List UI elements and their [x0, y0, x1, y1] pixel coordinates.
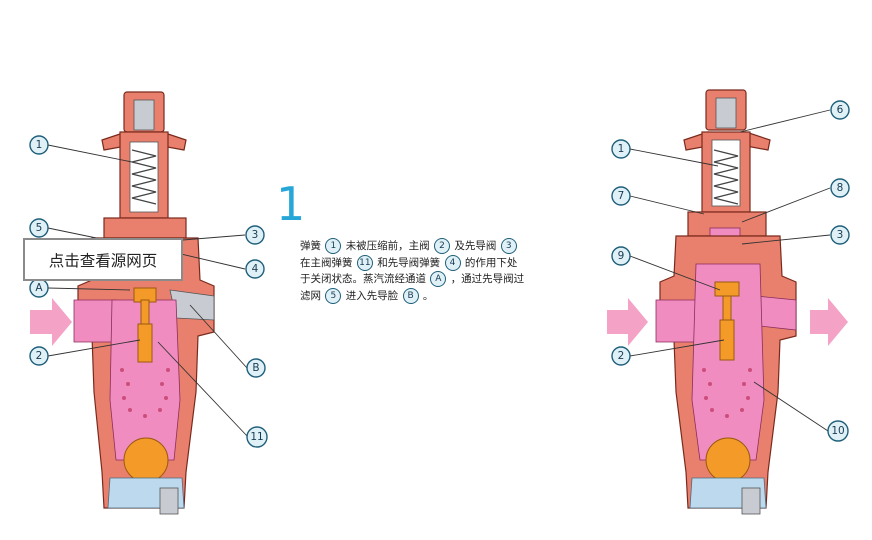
- right-callout-label: 3: [837, 229, 844, 241]
- desc-ref: 5: [325, 287, 342, 304]
- right-callout-label: 9: [618, 250, 625, 262]
- left-callout-label: 2: [36, 350, 43, 362]
- desc-text: 及先导阀: [454, 240, 497, 252]
- left-callout-label: 1: [36, 139, 43, 151]
- desc-text: 在主阀弹簧: [300, 256, 353, 269]
- right-callout-label: 2: [618, 350, 625, 362]
- left-callout: 5: [29, 218, 49, 238]
- right-flow-arrow-in: [607, 298, 648, 346]
- desc-text: 进入先导脸: [345, 289, 399, 302]
- left-callout-label: 4: [252, 263, 259, 275]
- right-callout: 2: [611, 346, 631, 366]
- right-callout-label: 1: [618, 143, 625, 155]
- left-leader-lines: [47, 144, 249, 438]
- left-callouts: 1 5 A 2 3 4 B 11: [29, 135, 268, 448]
- desc-text: ，通过先导阀过滤网: [300, 273, 525, 302]
- desc-ref: 3: [500, 238, 517, 254]
- left-callout-label: 5: [36, 222, 43, 234]
- right-float-ball: [705, 437, 751, 483]
- left-callout-label: B: [252, 362, 259, 374]
- right-callout: 8: [830, 178, 850, 198]
- left-callout: 2: [29, 346, 49, 366]
- left-valve: [30, 91, 215, 515]
- right-callout: 9: [611, 246, 631, 266]
- right-callout: 1: [611, 139, 631, 159]
- right-callout-label: 7: [618, 190, 625, 202]
- desc-ref: 1: [325, 238, 342, 254]
- right-callout-label: 6: [837, 104, 844, 116]
- left-callout: 4: [245, 259, 265, 279]
- desc-ref: B: [402, 287, 419, 304]
- left-float-ball: [123, 437, 169, 483]
- left-callout: 1: [29, 135, 49, 155]
- left-callout: A: [29, 278, 49, 298]
- left-callout-label: 11: [250, 431, 263, 443]
- step-description: 弹簧 1 未被压缩前，主阀 2 及先导阀 3 在主阀弹簧 11 和先导阀弹簧 4…: [280, 238, 525, 304]
- desc-ref: A: [430, 271, 447, 287]
- left-callout: 11: [246, 426, 268, 448]
- desc-text: 。: [422, 289, 434, 302]
- desc-text: 未被压缩前，主阀: [345, 240, 430, 252]
- left-callout: B: [246, 358, 266, 378]
- desc-ref: 4: [444, 254, 461, 271]
- right-leader-lines: [629, 109, 831, 432]
- desc-text: 的作用下处于关闭状态。蒸汽流经通道: [300, 256, 518, 286]
- right-callout-label: 10: [831, 425, 844, 437]
- right-callouts: 6 1 7 8 3 9 2 10: [611, 100, 850, 442]
- right-callout: 6: [830, 100, 850, 120]
- desc-text: 和先导阀弹簧: [377, 256, 441, 269]
- desc-ref: 2: [434, 238, 451, 254]
- left-callout-label: A: [35, 282, 43, 294]
- left-callout: 3: [245, 225, 265, 245]
- right-valve: [607, 89, 848, 515]
- step-number: 1: [276, 177, 306, 231]
- right-flow-arrow-out: [810, 298, 848, 346]
- right-callout: 10: [827, 420, 849, 442]
- left-flow-arrow-in: [30, 298, 72, 346]
- right-callout: 7: [611, 186, 631, 206]
- left-callout-label: 3: [252, 229, 259, 241]
- desc-ref: 11: [356, 254, 373, 271]
- view-source-button[interactable]: 点击查看源网页: [23, 238, 183, 281]
- right-callout: 3: [830, 225, 850, 245]
- right-callout-label: 8: [837, 182, 844, 194]
- desc-text: 弹簧: [300, 240, 321, 252]
